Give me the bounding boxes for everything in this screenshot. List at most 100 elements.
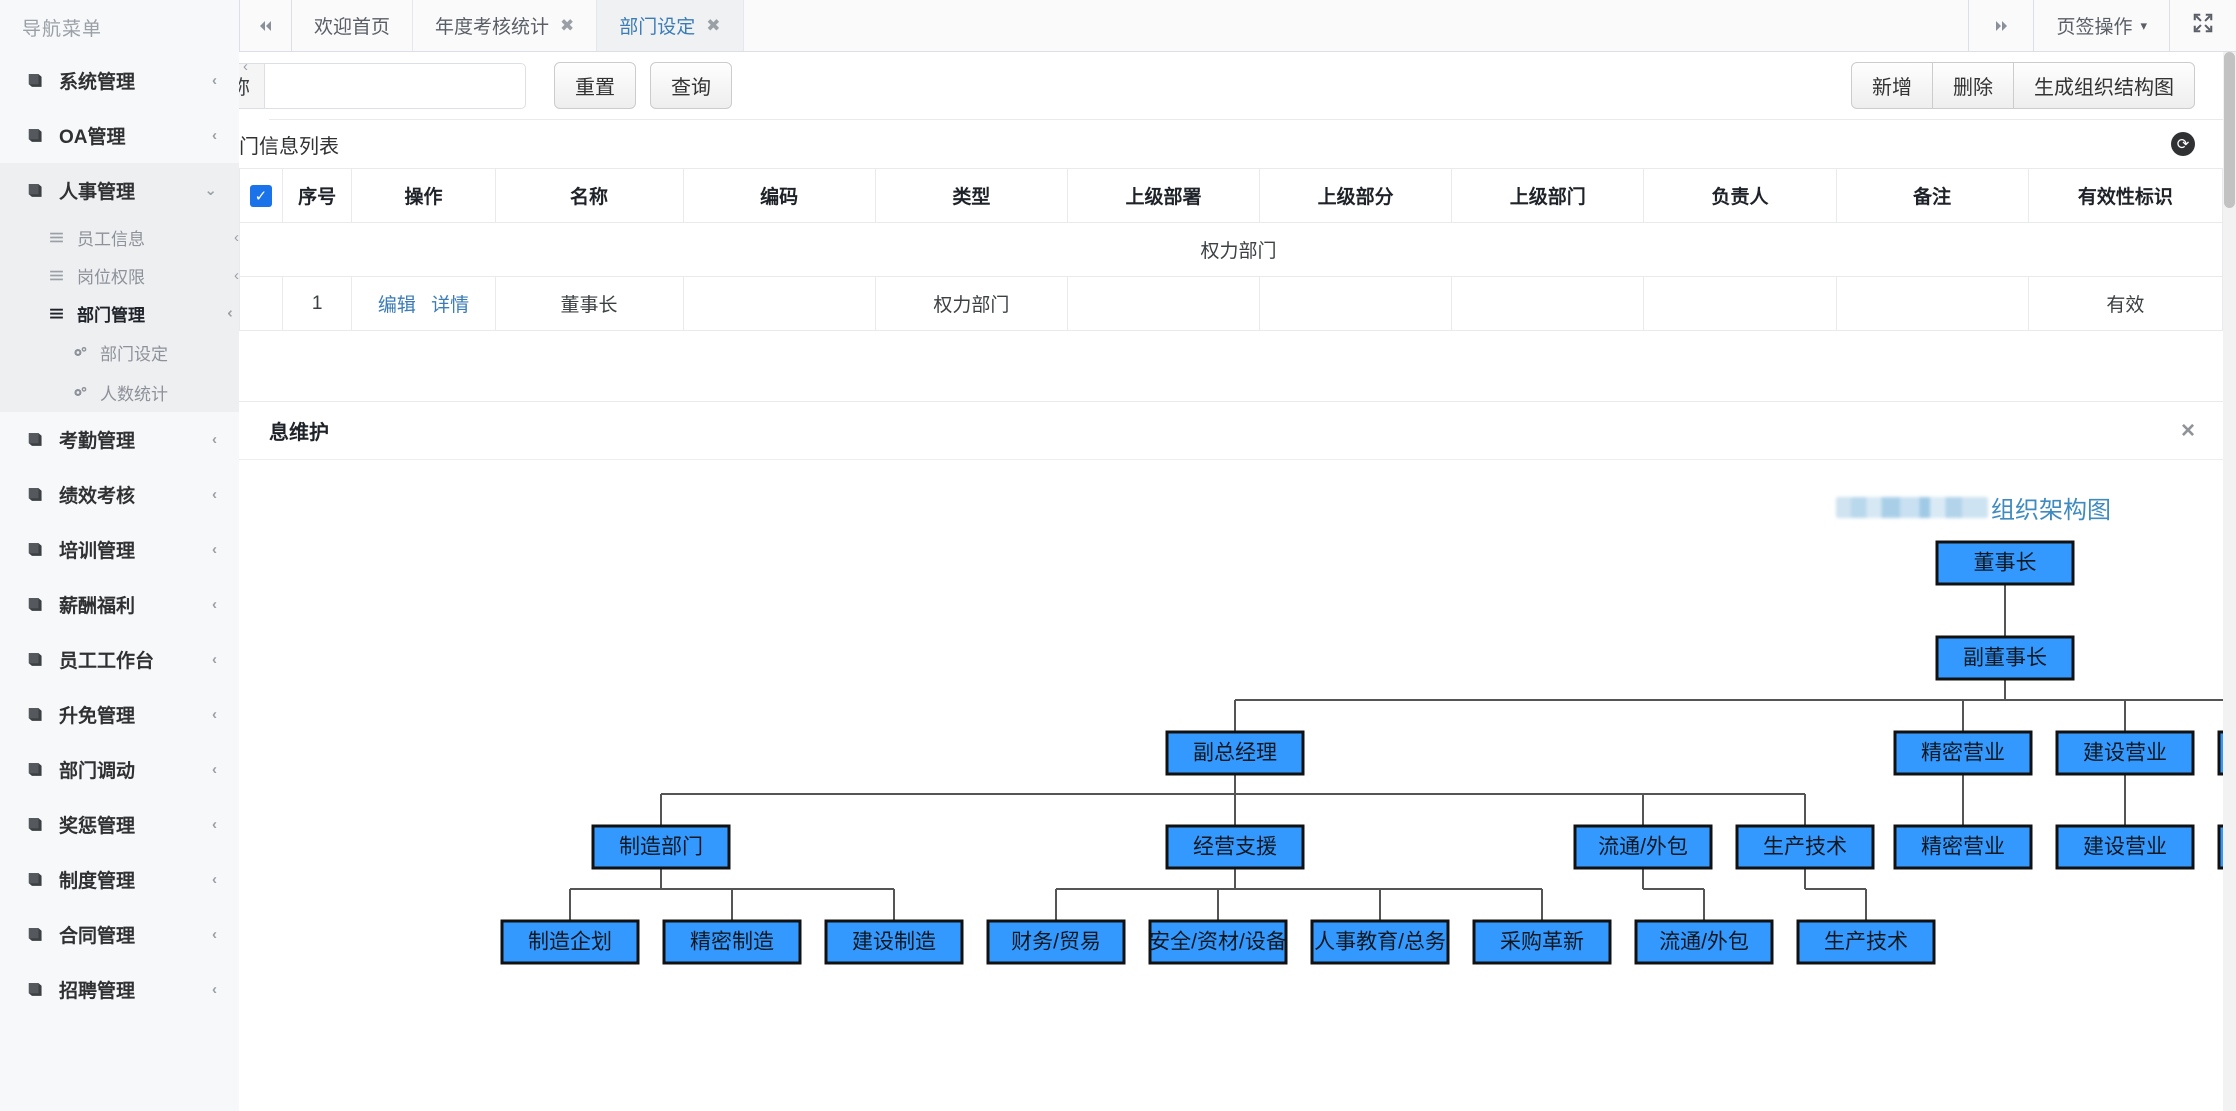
- org-chart-node[interactable]: 采购革新: [1472, 919, 1612, 965]
- tab-department-setting[interactable]: 部门设定 ✖: [597, 0, 744, 51]
- org-chart-node[interactable]: 建设营业: [2055, 730, 2195, 776]
- sidebar-subitem-employee-info[interactable]: 员工信息 ‹: [0, 218, 239, 256]
- row-index: 1: [281, 276, 353, 331]
- row-checkbox-cell[interactable]: [239, 276, 283, 331]
- sidebar-item-label: 人事管理: [59, 182, 136, 203]
- sidebar-subsubitem-headcount-statistics[interactable]: 人数统计: [0, 372, 239, 412]
- vertical-scrollbar[interactable]: [2223, 52, 2236, 1111]
- add-button[interactable]: 新增: [1851, 62, 1933, 109]
- sidebar-subsubitem-label: 部门设定: [100, 344, 168, 364]
- chevron-left-icon: ‹: [234, 228, 239, 246]
- sidebar-item-label: 系统管理: [59, 72, 136, 93]
- sidebar-item-policy-management[interactable]: 制度管理 ‹: [0, 852, 239, 907]
- search-input[interactable]: [264, 62, 526, 109]
- tab-actions-dropdown[interactable]: 页签操作 ▾: [2033, 0, 2169, 51]
- sidebar-subitem-position-permission[interactable]: 岗位权限 ‹: [0, 256, 239, 294]
- sidebar-item-employee-workbench[interactable]: 员工工作台 ‹: [0, 632, 239, 687]
- chevron-left-icon: ‹: [212, 127, 217, 144]
- record-action-buttons: 新增 删除 生成组织结构图: [1851, 62, 2195, 109]
- sidebar-item-promotion-management[interactable]: 升免管理 ‹: [0, 687, 239, 742]
- checkbox-icon[interactable]: ✓: [249, 184, 272, 207]
- gears-icon: [72, 384, 89, 401]
- org-chart-node-label: 副总经理: [1193, 742, 1277, 765]
- sidebar-item-training-management[interactable]: 培训管理 ‹: [0, 522, 239, 577]
- sidebar-item-performance-appraisal[interactable]: 绩效考核 ‹: [0, 467, 239, 522]
- tabs-scroll-left-button[interactable]: [239, 0, 292, 51]
- row-type: 权力部门: [874, 276, 1068, 331]
- page-body: ‹ 名称 重置 查询 新增 删除 生成组织结构图 门信息列表: [239, 52, 2223, 1111]
- vertical-scrollbar-thumb[interactable]: [2224, 52, 2235, 208]
- tab-annual-appraisal-statistics[interactable]: 年度考核统计 ✖: [413, 0, 598, 51]
- org-chart-node[interactable]: 精密营业: [1893, 730, 2033, 776]
- sidebar-item-department-transfer[interactable]: 部门调动 ‹: [0, 742, 239, 797]
- sidebar-item-label: 绩效考核: [59, 486, 136, 507]
- refresh-icon[interactable]: ⟳: [2171, 132, 2195, 156]
- sidebar-subitem-department-management[interactable]: 部门管理 ⌄: [0, 294, 239, 332]
- org-chart-node[interactable]: 财务/贸易: [986, 919, 1126, 965]
- row-valid-flag: 有效: [2027, 276, 2223, 331]
- tab-close-icon[interactable]: ✖: [706, 15, 721, 35]
- org-chart-node[interactable]: 副董事长: [1935, 635, 2075, 681]
- org-chart-node[interactable]: 精密制造: [662, 919, 802, 965]
- close-icon[interactable]: ×: [2180, 416, 2195, 444]
- sidebar-item-label: 升免管理: [59, 706, 136, 727]
- table-header-select-all[interactable]: ✓: [239, 168, 283, 223]
- org-chart-node-label: 生产技术: [1824, 931, 1908, 954]
- org-chart-node-label: 董事长: [1974, 552, 2037, 575]
- query-button[interactable]: 查询: [650, 62, 732, 109]
- org-chart-node[interactable]: 经营支援: [1165, 824, 1305, 870]
- org-chart-node-label: 副董事长: [1963, 647, 2047, 670]
- edit-link[interactable]: 编辑: [377, 295, 416, 316]
- org-chart-node[interactable]: 生产技术: [1796, 919, 1936, 965]
- org-chart-node[interactable]: 董事长: [1935, 540, 2075, 586]
- list-icon: [48, 267, 65, 284]
- fullscreen-icon: [2192, 12, 2214, 40]
- sidebar-item-compensation-benefits[interactable]: 薪酬福利 ‹: [0, 577, 239, 632]
- sidebar-item-system-management[interactable]: 系统管理 ‹: [0, 53, 239, 108]
- sidebar-item-hr-management[interactable]: 人事管理 ⌄: [0, 163, 239, 218]
- org-chart-node[interactable]: 人事教育/总务: [1310, 919, 1450, 965]
- sidebar-item-recruitment-management[interactable]: 招聘管理 ‹: [0, 962, 239, 1017]
- org-chart-node[interactable]: 安全/资材/设备: [1148, 919, 1288, 965]
- sidebar-subitem-label: 员工信息: [77, 229, 145, 249]
- org-chart-node[interactable]: 技术部门: [2217, 730, 2223, 776]
- chevron-left-icon: ‹: [212, 926, 217, 943]
- fullscreen-button[interactable]: [2169, 0, 2236, 51]
- sidebar-subsubitem-department-setting[interactable]: 部门设定: [0, 332, 239, 372]
- chevron-left-icon: ‹: [212, 706, 217, 723]
- main-content: 欢迎首页 年度考核统计 ✖ 部门设定 ✖ 页签操作 ▾: [239, 0, 2236, 1111]
- org-chart-node[interactable]: 制造部门: [591, 824, 731, 870]
- reset-button[interactable]: 重置: [554, 62, 636, 109]
- org-chart-node-label: 流通/外包: [1659, 931, 1749, 954]
- sidebar-item-reward-punishment[interactable]: 奖惩管理 ‹: [0, 797, 239, 852]
- org-chart-node[interactable]: 流通/外包: [1573, 824, 1713, 870]
- gears-icon: [72, 344, 89, 361]
- org-chart-node[interactable]: 副总经理: [1165, 730, 1305, 776]
- generate-org-chart-button[interactable]: 生成组织结构图: [2013, 62, 2195, 109]
- chevron-left-icon: ‹: [212, 541, 217, 558]
- org-chart-node[interactable]: 技术部门: [2217, 824, 2223, 870]
- tab-close-icon[interactable]: ✖: [560, 15, 575, 35]
- table-header-name: 名称: [494, 168, 684, 223]
- sidebar-item-attendance-management[interactable]: 考勤管理 ‹: [0, 412, 239, 467]
- tab-welcome-home[interactable]: 欢迎首页: [292, 0, 414, 51]
- org-chart-node[interactable]: 制造企划: [500, 919, 640, 965]
- sidebar-item-contract-management[interactable]: 合同管理 ‹: [0, 907, 239, 962]
- org-chart-node[interactable]: 流通/外包: [1634, 919, 1774, 965]
- org-chart-node[interactable]: 建设制造: [824, 919, 964, 965]
- table-row[interactable]: 1 编辑 详情 董事长 权力部门: [239, 276, 2223, 331]
- sidebar-item-oa-management[interactable]: OA管理 ‹: [0, 108, 239, 163]
- redacted-company-name: [1836, 497, 1988, 518]
- delete-button[interactable]: 删除: [1932, 62, 2014, 109]
- sidebar-item-label: OA管理: [59, 127, 126, 148]
- tabs-scroll-right-button[interactable]: [1968, 0, 2033, 51]
- sidebar: 导航菜单 系统管理 ‹ OA管理 ‹ 人事管理 ⌄ 员工信息 ‹: [0, 0, 239, 1111]
- org-chart-node[interactable]: 精密营业: [1893, 824, 2033, 870]
- org-chart-node[interactable]: 建设营业: [2055, 824, 2195, 870]
- org-chart-title-suffix: 组织架构图: [1991, 497, 2111, 524]
- detail-link[interactable]: 详情: [431, 295, 470, 316]
- collapse-chevron-icon[interactable]: ‹: [243, 58, 248, 75]
- table-header-code: 编码: [682, 168, 876, 223]
- org-chart-node[interactable]: 生产技术: [1735, 824, 1875, 870]
- tab-bar-spacer: [744, 0, 1969, 51]
